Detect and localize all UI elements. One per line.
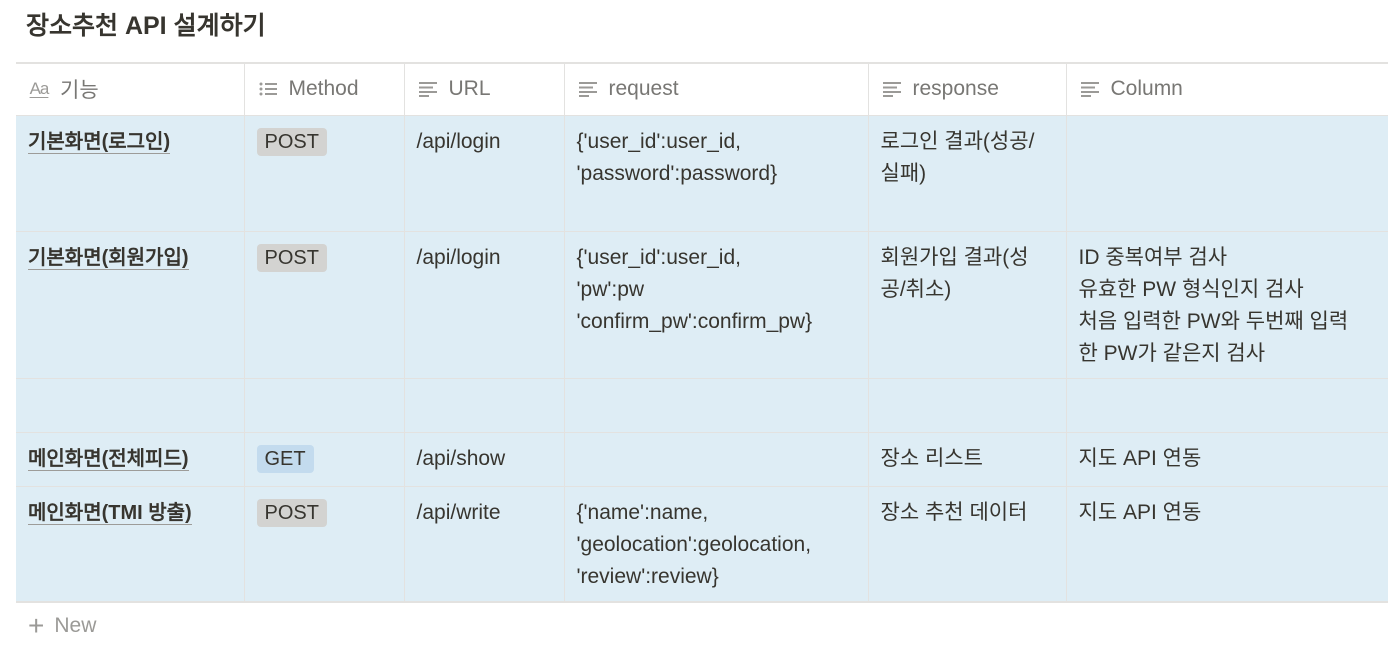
column-header-request[interactable]: request (563, 62, 869, 116)
add-new-row-button[interactable]: + New (28, 612, 96, 640)
column-header-label: 기능 (60, 79, 99, 103)
database-table: Aa 기능 (16, 62, 1388, 603)
cell-name[interactable]: 기본화면(로그인) (16, 114, 245, 232)
cell-method[interactable]: POST (243, 114, 405, 232)
table-row[interactable]: 메인화면(전체피드) GET /api/show 장소 리스트 지도 API 연… (16, 431, 1388, 487)
column-text: 지도 API 연동 (1078, 500, 1202, 524)
table-row[interactable]: 기본화면(회원가입) POST /api/login {'user_id':us… (16, 230, 1388, 379)
cell-name[interactable]: 메인화면(TMI 방출) (16, 485, 245, 603)
column-header-url[interactable]: URL (403, 62, 565, 116)
header-row: Aa 기능 (16, 62, 1388, 116)
page-title[interactable]: 장소추천 API 설계하기 (26, 12, 266, 40)
text-lines-icon (1079, 81, 1101, 98)
response-text: 장소 추천 데이터 (880, 500, 1028, 524)
cell-name[interactable]: 기본화면(회원가입) (16, 230, 245, 379)
request-text: {'user_id':user_id, 'pw':pw 'confirm_pw'… (576, 245, 813, 333)
column-header-label: URL (448, 77, 491, 101)
cell-url[interactable]: /api/show (403, 431, 565, 487)
cell-name[interactable] (16, 377, 245, 433)
method-tag: GET (256, 444, 314, 473)
plus-icon: + (28, 610, 45, 641)
column-header-label: request (608, 77, 679, 101)
column-text: 지도 API 연동 (1078, 446, 1202, 470)
cell-url[interactable] (403, 377, 565, 433)
url-text: /api/login (416, 129, 501, 153)
cell-request[interactable]: {'name':name, 'geolocation':geolocation,… (563, 485, 869, 603)
table-row[interactable]: 기본화면(로그인) POST /api/login {'user_id':use… (16, 114, 1388, 232)
row-title-link[interactable]: 메인화면(TMI 방출) (28, 501, 192, 525)
response-text: 로그인 결과(성공/ 실패) (880, 129, 1035, 185)
cell-column[interactable] (1065, 377, 1388, 433)
response-text: 회원가입 결과(성 공/취소) (880, 245, 1029, 301)
column-header-label: response (912, 77, 999, 101)
cell-response[interactable]: 장소 리스트 (867, 431, 1067, 487)
cell-column[interactable]: 지도 API 연동 (1065, 485, 1388, 603)
cell-method[interactable]: POST (243, 230, 405, 379)
request-text: {'name':name, 'geolocation':geolocation,… (576, 500, 812, 588)
cell-response[interactable]: 로그인 결과(성공/ 실패) (867, 114, 1067, 232)
column-text: ID 중복여부 검사 유효한 PW 형식인지 검사 처음 입력한 PW와 두번째… (1078, 245, 1349, 365)
method-tag: POST (256, 498, 327, 527)
new-row-label: New (54, 614, 97, 637)
row-title-link[interactable]: 기본화면(로그인) (28, 130, 171, 154)
cell-url[interactable]: /api/login (403, 114, 565, 232)
cell-method[interactable]: GET (243, 431, 405, 487)
cell-request[interactable]: {'user_id':user_id, 'pw':pw 'confirm_pw'… (563, 230, 869, 379)
column-header-label: Column (1110, 77, 1183, 101)
cell-url[interactable]: /api/write (403, 485, 565, 603)
url-text: /api/show (416, 446, 506, 470)
column-header-response[interactable]: response (867, 62, 1067, 116)
cell-response[interactable]: 회원가입 결과(성 공/취소) (867, 230, 1067, 379)
table-row[interactable] (16, 377, 1388, 433)
column-header-label: Method (288, 77, 359, 101)
cell-name[interactable]: 메인화면(전체피드) (16, 431, 245, 487)
text-lines-icon (881, 81, 903, 98)
row-title-link[interactable]: 기본화면(회원가입) (28, 246, 189, 270)
method-tag: POST (256, 243, 327, 272)
cell-url[interactable]: /api/login (403, 230, 565, 379)
text-lines-icon (417, 81, 439, 98)
request-text: {'user_id':user_id, 'password':password} (576, 129, 778, 185)
text-lines-icon (577, 81, 599, 98)
list-icon (257, 81, 279, 97)
cell-request[interactable] (563, 377, 869, 433)
table-row[interactable]: 메인화면(TMI 방출) POST /api/write {'name':nam… (16, 485, 1388, 603)
method-tag: POST (256, 127, 327, 156)
row-title-link[interactable]: 메인화면(전체피드) (28, 447, 189, 471)
cell-response[interactable] (867, 377, 1067, 433)
cell-response[interactable]: 장소 추천 데이터 (867, 485, 1067, 603)
cell-method[interactable]: POST (243, 485, 405, 603)
cell-method[interactable] (243, 377, 405, 433)
cell-request[interactable]: {'user_id':user_id, 'password':password} (563, 114, 869, 232)
column-header-method[interactable]: Method (243, 62, 405, 116)
cell-column[interactable]: ID 중복여부 검사 유효한 PW 형식인지 검사 처음 입력한 PW와 두번째… (1065, 230, 1388, 379)
cell-column[interactable]: 지도 API 연동 (1065, 431, 1388, 487)
column-header-column[interactable]: Column (1065, 62, 1388, 116)
url-text: /api/login (416, 245, 501, 269)
title-aa-icon: Aa (29, 79, 50, 99)
response-text: 장소 리스트 (880, 446, 983, 470)
cell-column[interactable] (1065, 114, 1388, 232)
column-header-name[interactable]: Aa 기능 (16, 62, 245, 116)
url-text: /api/write (416, 500, 501, 524)
cell-request[interactable] (563, 431, 869, 487)
